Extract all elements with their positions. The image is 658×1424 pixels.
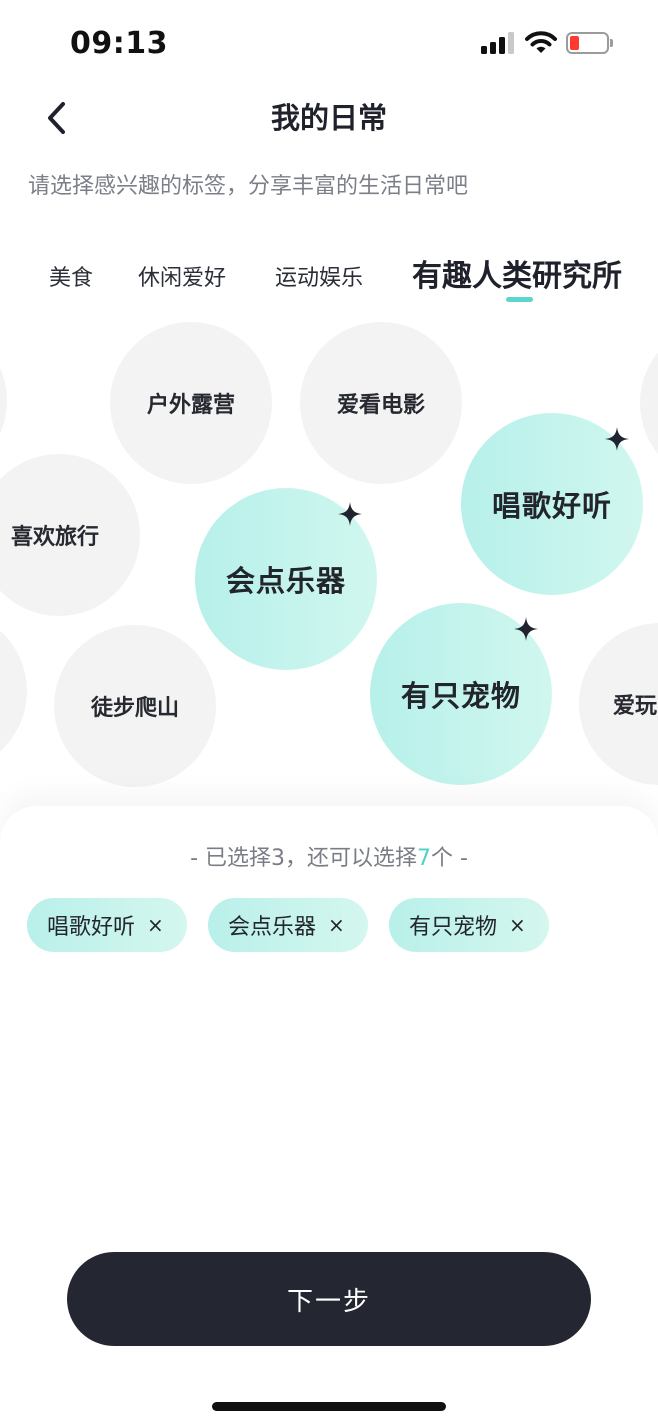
- remaining-count: 7: [417, 846, 431, 871]
- back-button[interactable]: [34, 96, 78, 140]
- selected-tags: 唱歌好听 × 会点乐器 × 有只宠物 ×: [27, 898, 647, 952]
- chip-label: 唱歌好听: [47, 915, 136, 940]
- selected-chip-pet[interactable]: 有只宠物 ×: [389, 898, 549, 952]
- sparkle-icon: [338, 502, 362, 526]
- tag-bubble-outdoor-camping[interactable]: 户外露营: [110, 322, 272, 484]
- page-subtitle: 请选择感兴趣的标签，分享丰富的生活日常吧: [28, 174, 469, 199]
- next-step-button[interactable]: 下一步: [67, 1252, 591, 1346]
- chip-label: 有只宠物: [409, 915, 498, 940]
- tag-bubble-label: 会点乐器: [225, 564, 346, 598]
- selection-count-suffix: 个 -: [431, 846, 468, 871]
- tab-sports-entertainment[interactable]: 运动娱乐: [275, 266, 364, 291]
- cellular-signal-icon: [481, 32, 515, 54]
- tag-bubble-label: 有只宠物: [400, 679, 521, 713]
- tag-bubble-label: 徒步爬山: [90, 696, 179, 721]
- selection-count: - 已选择3，还可以选择7个 -: [0, 842, 658, 876]
- tag-bubble-travel[interactable]: 喜欢旅行: [0, 454, 140, 616]
- tag-bubble-pet[interactable]: 有只宠物: [370, 603, 552, 785]
- tag-bubble-label: 喜欢旅行: [11, 525, 100, 550]
- tag-bubble-offscreen-1[interactable]: [0, 320, 7, 482]
- page-title: 我的日常: [270, 101, 387, 135]
- wifi-icon: [525, 31, 557, 53]
- tag-bubble-singing[interactable]: 唱歌好听: [461, 413, 643, 595]
- tab-fun-human-research[interactable]: 有趣人类研究所: [412, 259, 622, 294]
- tab-food[interactable]: 美食: [49, 266, 94, 291]
- selected-chip-instrument[interactable]: 会点乐器 ×: [208, 898, 368, 952]
- tag-bubble-offscreen-2[interactable]: [640, 322, 658, 484]
- tag-bubble-cloud: 户外露营 爱看电影 喜欢旅行 会点乐器 唱歌好听 徒步爬山 有只宠物 爱玩: [0, 310, 658, 810]
- remove-icon[interactable]: ×: [147, 913, 164, 937]
- selected-chip-singing[interactable]: 唱歌好听 ×: [27, 898, 187, 952]
- chevron-left-icon: [48, 102, 65, 134]
- remove-icon[interactable]: ×: [328, 913, 345, 937]
- battery-icon: [566, 32, 614, 54]
- sparkle-icon: [514, 617, 538, 641]
- tag-bubble-hiking[interactable]: 徒步爬山: [54, 625, 216, 787]
- tag-bubble-label: 户外露营: [146, 393, 235, 418]
- home-indicator: [212, 1402, 446, 1411]
- tag-bubble-play[interactable]: 爱玩: [579, 623, 658, 785]
- tag-bubble-offscreen-3[interactable]: [0, 610, 27, 772]
- chip-label: 会点乐器: [228, 915, 317, 940]
- remove-icon[interactable]: ×: [509, 913, 526, 937]
- tag-bubble-label: 爱看电影: [336, 393, 425, 418]
- status-time: 09:13: [70, 26, 168, 61]
- sparkle-icon: [605, 427, 629, 451]
- tag-bubble-instrument[interactable]: 会点乐器: [195, 488, 377, 670]
- category-tabs: 美食 休闲爱好 运动娱乐 有趣人类研究所: [0, 254, 658, 314]
- tag-bubble-movies[interactable]: 爱看电影: [300, 322, 462, 484]
- selection-count-prefix: - 已选择3，还可以选择: [190, 846, 417, 871]
- tag-bubble-label: 唱歌好听: [491, 489, 612, 523]
- active-tab-indicator: [506, 297, 533, 302]
- tab-leisure-hobbies[interactable]: 休闲爱好: [138, 266, 227, 291]
- tag-bubble-label: 爱玩: [613, 694, 658, 719]
